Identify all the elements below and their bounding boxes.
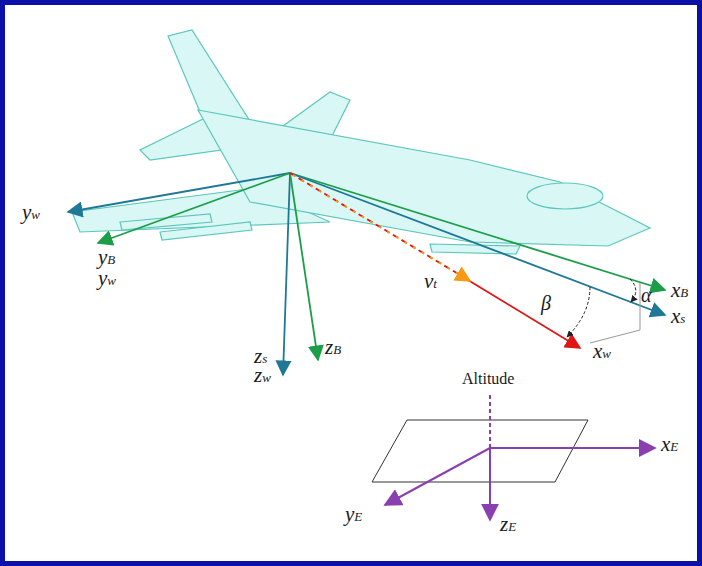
xe-axis	[490, 447, 655, 449]
axis-label: zw	[254, 364, 271, 387]
beta-arc	[567, 287, 590, 337]
zb-axis	[290, 173, 318, 360]
yb-axis	[98, 173, 290, 243]
xs-axis	[290, 173, 665, 315]
altitude-axis	[489, 393, 491, 448]
alpha-arc	[630, 279, 636, 302]
velocity-vector	[293, 175, 470, 281]
axis-label: zB	[325, 336, 341, 359]
axis-label: β	[541, 292, 551, 314]
ye-axis	[385, 448, 490, 505]
velocity-dash	[290, 173, 470, 281]
axis-label: zE	[500, 513, 516, 536]
xw-axis	[468, 280, 580, 348]
ground-plane	[372, 420, 588, 482]
axis-label: xB	[671, 279, 688, 302]
axis-label: xs	[671, 305, 685, 328]
ze-axis	[489, 448, 491, 520]
axis-label: xw	[593, 340, 611, 363]
aircraft-sketch	[72, 30, 650, 254]
projection-line	[590, 283, 640, 343]
axis-label: xE	[661, 433, 678, 456]
axis-label: vt	[424, 270, 437, 293]
axis-label: α	[641, 284, 652, 306]
axis-label: yE	[345, 503, 362, 526]
axis-label: yw	[98, 267, 116, 290]
xb-axis	[290, 173, 665, 290]
yw-axis	[68, 173, 290, 212]
zs-axis	[283, 173, 290, 375]
axis-label: yB	[98, 246, 115, 269]
axis-label: Altitude	[462, 370, 514, 388]
axis-label: yw	[22, 201, 40, 224]
